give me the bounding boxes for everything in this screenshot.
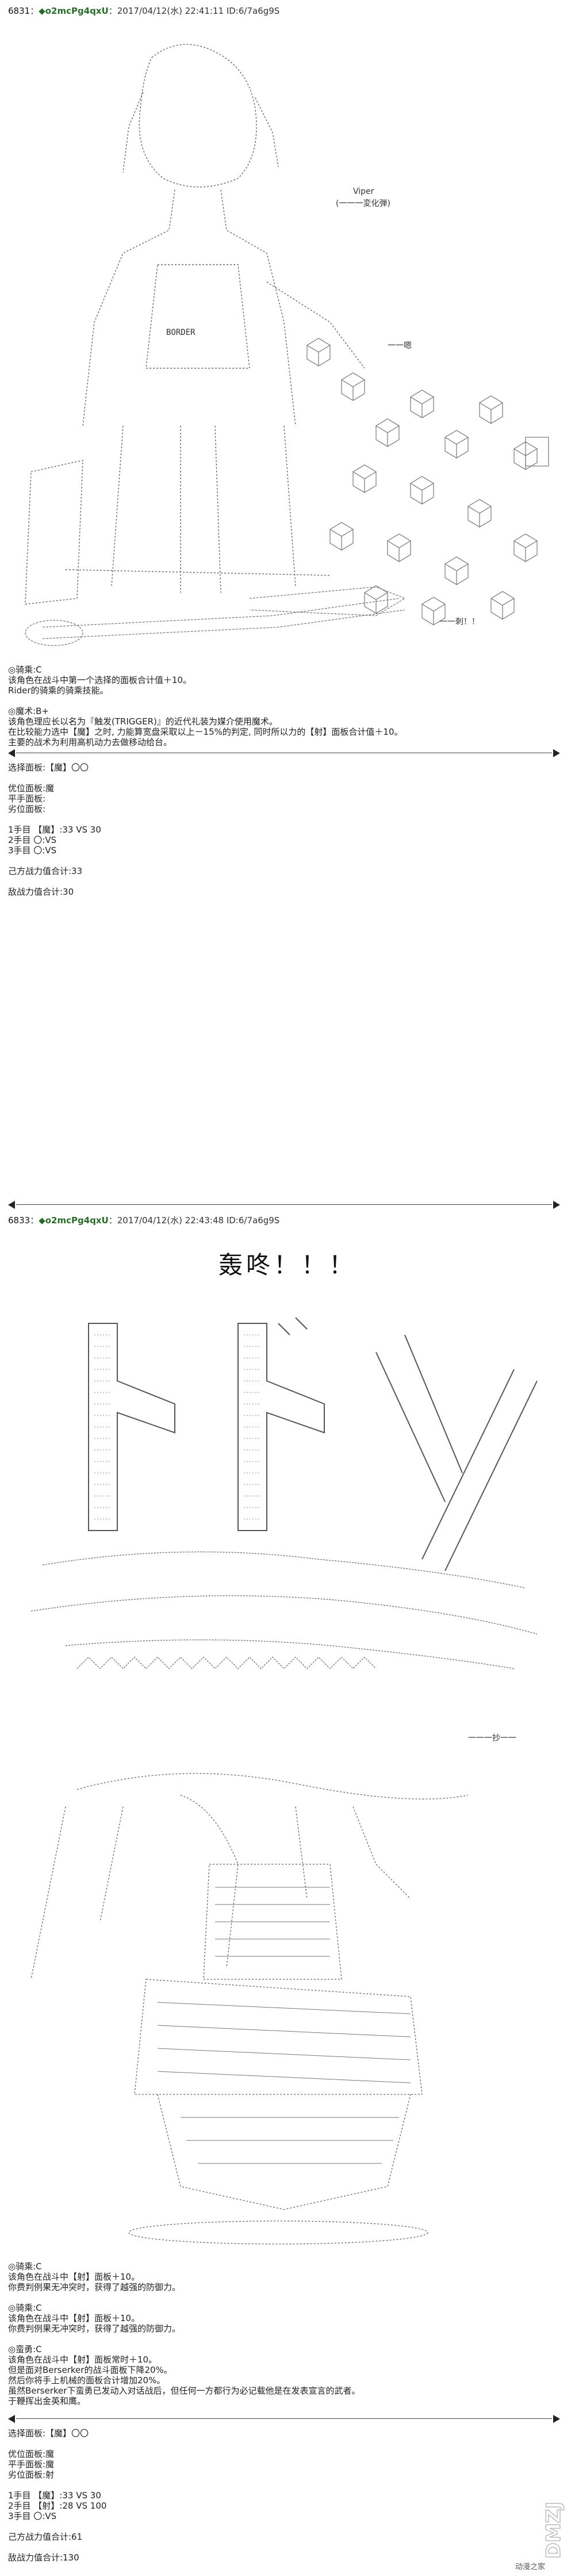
choice-line: 平手面板:	[8, 793, 46, 804]
skill-line: 于鞭挥出金英和鹰。	[8, 2396, 86, 2406]
choice-line: 2手目 【射】:28 VS 100	[8, 2501, 107, 2511]
choice-line: 优位面板:魔	[8, 2449, 55, 2459]
spacer	[8, 814, 560, 825]
divider-arrow-left-icon	[8, 2415, 15, 2423]
ascii-art-figure: Viper (一一一変化弾) BORDER 一一嗯 一一刺！！	[8, 23, 560, 650]
choice-line: 优位面板:魔	[8, 783, 55, 793]
choice-line: 平手面板:魔	[8, 2459, 55, 2470]
spacer	[8, 2334, 560, 2344]
ascii-art-drawing	[25, 44, 549, 646]
choice-line: 2手目 〇:VS	[8, 835, 57, 845]
panel-choices: 选择面板:【魔】〇〇 优位面板:魔 平手面板:魔 劣位面板:射 1手目 【魔】:…	[8, 2428, 560, 2563]
skill-line: Rider的骑乘的骑乘技能。	[8, 685, 109, 696]
watermark-icon: DMZJ	[542, 2501, 566, 2559]
choice-line: 敌战力值合计:130	[8, 2552, 79, 2563]
skill-line: 虽然Berserker下蛮勇已发动入对话战后，但任何一方都行为必记载他是在发表宣…	[8, 2386, 361, 2396]
skill-line: ◎蛮勇:C	[8, 2344, 42, 2354]
post-separator: ：	[30, 1215, 39, 1226]
poster-name: ◆o2mcPg4qxU	[39, 1215, 109, 1226]
label-transform-bullet: (一一一変化弾)	[336, 199, 390, 208]
label-border: BORDER	[166, 328, 195, 337]
choice-line: 1手目 【魔】:33 VS 30	[8, 2490, 101, 2501]
spacer	[8, 2438, 560, 2449]
spacer	[8, 2521, 560, 2532]
choice-line: 3手目 〇:VS	[8, 845, 57, 856]
divider-arrow-left-icon	[8, 1201, 15, 1209]
spacer	[8, 876, 560, 887]
choice-line: 劣位面板:	[8, 804, 46, 814]
label-glint: 一一一抄一一	[468, 1734, 516, 1743]
post-separator: ：	[30, 6, 39, 16]
skill-line: 该角色在战斗中【射】面板＋10。	[8, 2272, 140, 2282]
skill-line: 主要的战术为利用高机动力去做移动给台。	[8, 737, 172, 747]
skill-line: ◎骑乘:C	[8, 2303, 42, 2313]
choice-line: 己方战力值合计:33	[8, 866, 83, 876]
spacer	[8, 2480, 560, 2490]
label-cut: 一一刺！！	[439, 617, 480, 627]
skill-line: 你费判例果无冲突时，获得了越强的防御力。	[8, 2323, 181, 2334]
choice-line: 1手目 【魔】:33 VS 30	[8, 825, 101, 835]
ascii-art-drawing	[30, 1317, 538, 2245]
spacer	[8, 2542, 560, 2552]
panel-choices: 选择面板:【魔】〇〇 优位面板:魔 平手面板: 劣位面板: 1手目 【魔】:33…	[8, 762, 560, 897]
section-divider	[8, 2414, 560, 2424]
skill-line: ◎骑乘:C	[8, 665, 42, 675]
section-divider	[8, 1200, 560, 1210]
spacer	[8, 696, 560, 706]
site-watermark-logo: DMZJ	[542, 2467, 569, 2564]
section-divider	[8, 748, 560, 758]
svg-text:DMZJ: DMZJ	[543, 2502, 565, 2559]
post-header: 6831：◆o2mcPg4qxU：2017/04/12(水) 22:41:11 …	[8, 5, 279, 17]
choice-line: 选择面板:【魔】〇〇	[8, 762, 89, 773]
choice-line: 劣位面板:射	[8, 2470, 55, 2480]
poster-name: ◆o2mcPg4qxU	[39, 6, 109, 16]
label-viper: Viper	[353, 187, 374, 196]
spacer	[8, 773, 560, 783]
divider-arrow-left-icon	[8, 749, 15, 757]
spacer	[8, 856, 560, 866]
choice-line: 敌战力值合计:30	[8, 887, 74, 897]
skill-line: 该角色在战斗中第一个选择的面板合计值＋10。	[8, 675, 192, 685]
post-header: 6833：◆o2mcPg4qxU：2017/04/12(水) 22:43:48 …	[8, 1214, 279, 1226]
sound-effect-title: 轰咚！！！	[218, 1251, 357, 1279]
skill-line: 然后你将手上机械的面板合计增加20%。	[8, 2375, 166, 2386]
site-name: 动漫之家	[515, 2563, 545, 2571]
ascii-art-impact: 一一一抄一一	[8, 1289, 560, 2250]
skill-line: 该角色在战斗中【射】面板＋10。	[8, 2313, 140, 2323]
post-number: 6831	[8, 6, 30, 16]
post-date: ：2017/04/12(水) 22:43:48 ID:6/7a6g9S	[108, 1215, 280, 1226]
divider-line	[16, 1204, 552, 1205]
divider-arrow-right-icon	[553, 1201, 560, 1209]
skill-line: 该角色在战斗中【射】面板常时＋10。	[8, 2354, 158, 2365]
skill-line: 在比较能力选中【魔】之时, 力能算宽盘采取以上－15%的判定, 同时所以力的【射…	[8, 727, 403, 737]
skill-line: ◎魔术:B+	[8, 706, 49, 716]
skill-description: ◎骑乘:C 该角色在战斗中第一个选择的面板合计值＋10。 Rider的骑乘的骑乘…	[8, 665, 560, 747]
skill-line: ◎骑乘:C	[8, 2261, 42, 2272]
spacer	[8, 2292, 560, 2303]
choice-line: 选择面板:【魔】〇〇	[8, 2428, 89, 2438]
post-date: ：2017/04/12(水) 22:41:11 ID:6/7a6g9S	[108, 6, 280, 16]
skill-line: 你费判例果无冲突时，获得了越强的防御力。	[8, 2282, 181, 2292]
post-number: 6833	[8, 1215, 30, 1226]
label-hmm: 一一嗯	[388, 341, 412, 350]
skill-line: 该角色理应长以名为『触发(TRIGGER)』的近代礼装为媒介使用魔术。	[8, 716, 278, 727]
choice-line: 己方战力值合计:61	[8, 2532, 83, 2542]
choice-line: 3手目 〇:VS	[8, 2511, 57, 2521]
divider-arrow-right-icon	[553, 749, 560, 757]
divider-arrow-right-icon	[553, 2415, 560, 2423]
divider-line	[16, 2418, 552, 2419]
skill-line: 但是面对Berserker的战斗面板下降20%。	[8, 2365, 172, 2375]
skill-description: ◎骑乘:C 该角色在战斗中【射】面板＋10。 你费判例果无冲突时，获得了越强的防…	[8, 2261, 560, 2406]
